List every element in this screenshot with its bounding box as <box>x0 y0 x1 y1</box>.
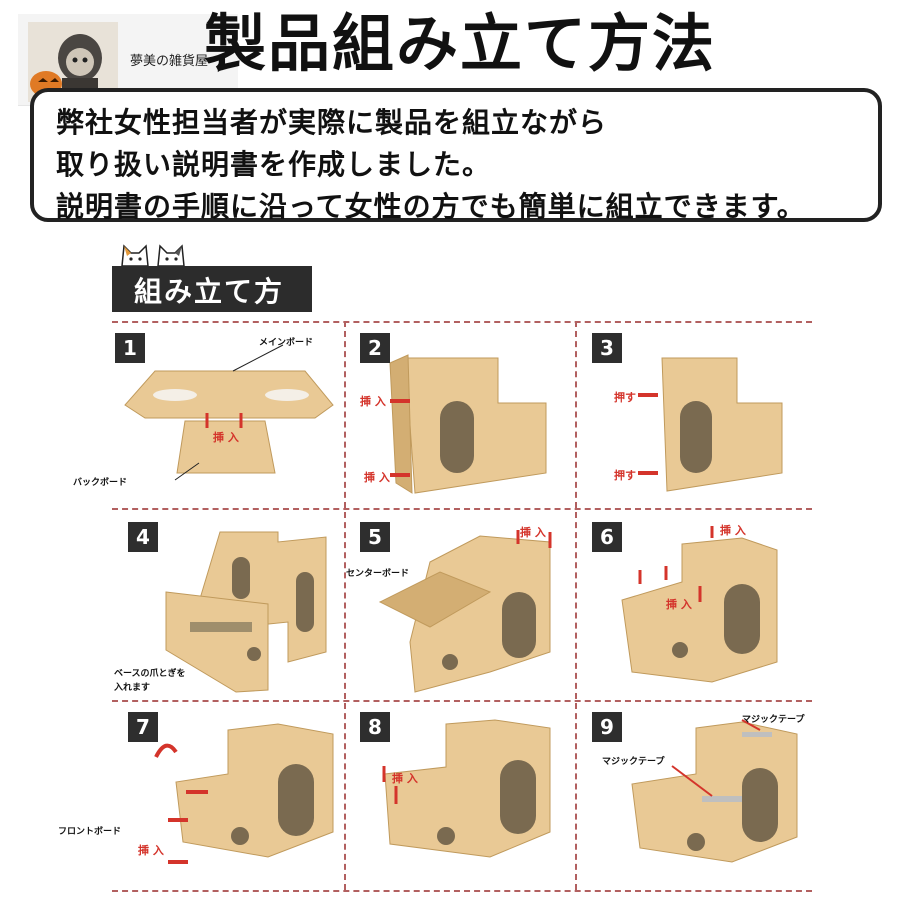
step-9: 9 マジックテープ マジックテープ <box>592 712 814 892</box>
grid-divider <box>344 321 346 890</box>
description-line: 取り扱い説明書を作成しました。 <box>56 148 492 181</box>
grid-divider <box>112 700 812 702</box>
step-label: 押す <box>614 469 636 482</box>
step-number: 7 <box>128 712 158 742</box>
grid-divider <box>112 890 812 892</box>
step-8: 8 挿 入 <box>360 712 582 892</box>
step-label: センターボード <box>346 569 410 579</box>
page-title: 製品組み立て方法 <box>203 7 716 80</box>
step-3: 3 押す 押す <box>592 333 814 513</box>
step-7: 7 フロントボード 挿 入 <box>58 712 350 892</box>
step-1: 1 メインボード 挿 入 バックボード <box>73 333 337 513</box>
step-label: 入れます <box>114 683 151 693</box>
step-label: 挿 入 <box>138 844 164 857</box>
step-number: 2 <box>360 333 390 363</box>
step-number: 3 <box>592 333 622 363</box>
step-label: マジックテープ <box>742 715 805 725</box>
grid-divider <box>575 321 577 890</box>
description-line: 弊社女性担当者が実際に製品を組立ながら <box>56 106 608 139</box>
step-label: 挿 入 <box>520 526 546 539</box>
step-label: マジックテープ <box>602 757 665 767</box>
step-label: 押す <box>614 391 636 404</box>
step-number: 5 <box>360 522 390 552</box>
cat-faces-icon <box>118 236 192 272</box>
step-label: 挿 入 <box>666 598 692 611</box>
step-number: 8 <box>360 712 390 742</box>
step-label: メインボード <box>259 338 314 348</box>
grid-divider <box>112 508 812 510</box>
section-title: 組み立て方 <box>112 266 312 312</box>
step-6: 6 挿 入 挿 入 <box>592 522 814 702</box>
step-label: バックボード <box>73 478 128 488</box>
grid-divider <box>112 321 812 323</box>
step-label: 挿 入 <box>213 431 239 444</box>
step-label: 挿 入 <box>364 471 390 484</box>
step-label: 挿 入 <box>720 524 746 537</box>
description-box: 弊社女性担当者が実際に製品を組立ながら 取り扱い説明書を作成しました。 説明書の… <box>30 88 882 223</box>
step-label: ベースの爪とぎを <box>114 669 186 679</box>
step-label: 挿 入 <box>360 395 386 408</box>
step-number: 6 <box>592 522 622 552</box>
step-label: フロントボード <box>58 827 122 837</box>
step-number: 4 <box>128 522 158 552</box>
step-number: 9 <box>592 712 622 742</box>
store-name: 夢美の雑貨屋 <box>130 54 209 69</box>
step-5: 5 挿 入 センターボード <box>346 522 582 702</box>
step-label: 挿 入 <box>392 772 418 785</box>
description-line: 説明書の手順に沿って女性の方でも簡単に組立できます。 <box>56 190 806 223</box>
step-2: 2 挿 入 挿 入 <box>360 333 582 513</box>
step-number: 1 <box>115 333 145 363</box>
step-4: 4 ベースの爪とぎを 入れます <box>114 522 350 702</box>
